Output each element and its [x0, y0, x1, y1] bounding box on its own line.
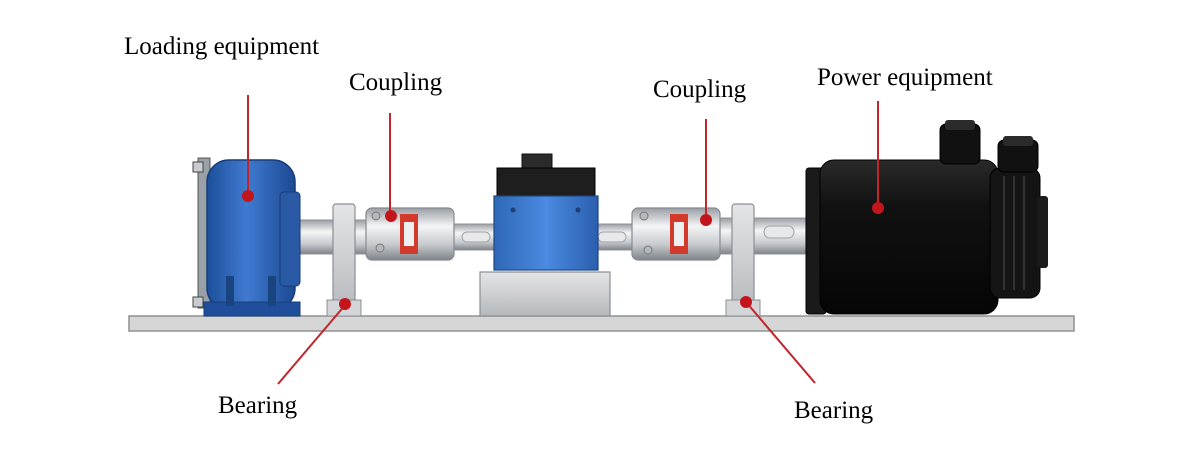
- marker-dot-coupling-right: [700, 214, 712, 226]
- loading-equipment-body: [192, 157, 301, 317]
- label-bearing-left: Bearing: [218, 392, 298, 419]
- label-coupling-left: Coupling: [349, 69, 443, 96]
- base-plate: [128, 315, 1075, 332]
- label-bearing-right: Bearing: [794, 397, 874, 424]
- leader-bearing-right: [745, 301, 816, 384]
- marker-dot-power: [872, 202, 884, 214]
- marker-dot-bearing-right: [740, 296, 752, 308]
- power-equipment-body: [805, 120, 1048, 315]
- leader-bearing-left: [277, 303, 347, 385]
- torque-sensor-body: [479, 153, 611, 317]
- label-coupling-right: Coupling: [653, 76, 747, 103]
- marker-dots: [242, 190, 884, 310]
- label-power-equipment: Power equipment: [817, 64, 993, 91]
- coupling-right-body: [631, 207, 721, 261]
- marker-dot-loading: [242, 190, 254, 202]
- label-loading-equipment: Loading equipment: [124, 33, 320, 60]
- coupling-left-body: [365, 207, 455, 261]
- marker-dot-coupling-left: [385, 210, 397, 222]
- marker-dot-bearing-left: [339, 298, 351, 310]
- leader-lines: [247, 95, 879, 385]
